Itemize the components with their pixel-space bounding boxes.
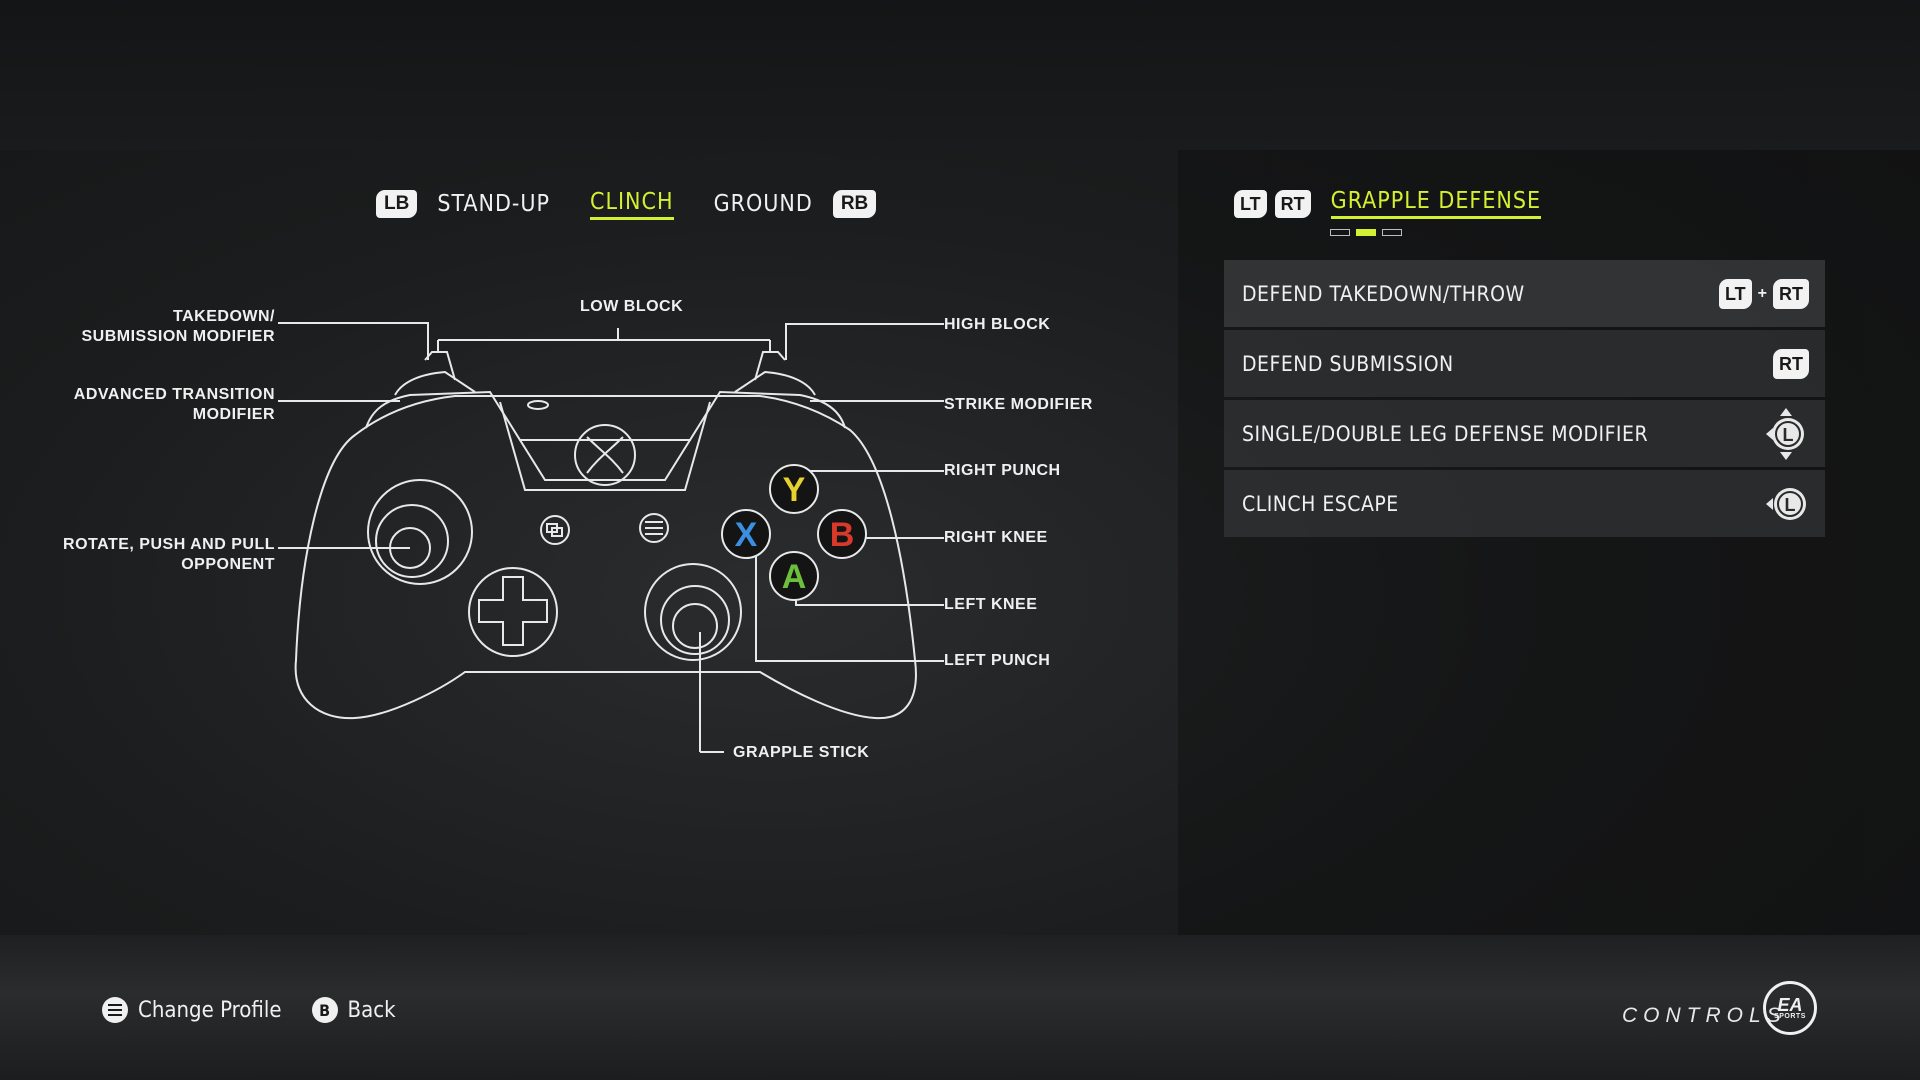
page-indicator-3 (1382, 229, 1402, 236)
left-stick-left-icon: L (1766, 487, 1806, 520)
rb-button[interactable]: RB (832, 190, 877, 218)
view-button-icon (540, 515, 570, 545)
row-label: SINGLE/DOUBLE LEG DEFENSE MODIFIER (1242, 421, 1649, 446)
left-stick-vertical-icon: L (1766, 407, 1804, 460)
label-low-block: LOW BLOCK (580, 298, 684, 315)
b-button-label: B (830, 516, 855, 554)
label-left-knee: LEFT KNEE (944, 596, 1038, 613)
ea-sports-logo: EA SPORTS (1763, 981, 1817, 1035)
label-high-block: HIGH BLOCK (944, 316, 1051, 333)
back-label: Back (347, 997, 396, 1023)
tab-stand-up[interactable]: STAND-UP (437, 191, 550, 217)
row-label: CLINCH ESCAPE (1242, 491, 1399, 516)
row-keys: L (1763, 406, 1809, 462)
menu-icon (102, 997, 128, 1023)
row-keys: RT (1773, 348, 1809, 379)
tab-clinch[interactable]: CLINCH (589, 189, 674, 220)
list-item[interactable]: CLINCH ESCAPE L (1224, 470, 1825, 537)
row-label: DEFEND SUBMISSION (1242, 351, 1454, 376)
label-rotate-opponent: ROTATE, PUSH AND PULL OPPONENT (63, 536, 275, 573)
label-right-punch: RIGHT PUNCH (944, 462, 1061, 479)
category-title: GRAPPLE DEFENSE (1330, 188, 1542, 219)
control-list: DEFEND TAKEDOWN/THROW LT + RT DEFEND SUB… (1224, 260, 1825, 540)
rt-button[interactable]: RT (1274, 189, 1311, 218)
label-advanced-transition: ADVANCED TRANSITION MODIFIER (73, 386, 275, 423)
x-button-label: X (735, 516, 758, 554)
rt-key-icon: RT (1773, 348, 1809, 379)
svg-text:L: L (1783, 425, 1794, 445)
svg-text:L: L (1785, 495, 1796, 515)
row-keys: L (1763, 484, 1809, 524)
controller-outline (294, 395, 917, 720)
label-left-punch: LEFT PUNCH (944, 652, 1051, 669)
page-indicator-1 (1330, 229, 1350, 236)
list-item[interactable]: SINGLE/DOUBLE LEG DEFENSE MODIFIER L (1224, 400, 1825, 467)
back-button[interactable]: B Back (311, 997, 396, 1023)
plus-sign: + (1757, 284, 1767, 302)
label-takedown-modifier: TAKEDOWN/ SUBMISSION MODIFIER (81, 308, 275, 345)
a-button-icon (769, 551, 819, 601)
x-button-icon (721, 509, 771, 559)
y-button-icon (769, 464, 819, 514)
list-item[interactable]: DEFEND TAKEDOWN/THROW LT + RT (1224, 260, 1825, 327)
row-keys: LT + RT (1719, 278, 1809, 309)
list-item[interactable]: DEFEND SUBMISSION RT (1224, 330, 1825, 397)
lt-key-icon: LT (1719, 278, 1752, 309)
y-button-label: Y (783, 471, 806, 509)
xbox-logo-icon (574, 424, 636, 486)
change-profile-button[interactable]: Change Profile (102, 997, 282, 1023)
label-strike-modifier: STRIKE MODIFIER (944, 396, 1093, 413)
row-label: DEFEND TAKEDOWN/THROW (1242, 281, 1525, 306)
dpad-icon (478, 576, 548, 646)
footer-actions: Change Profile B Back (102, 997, 396, 1023)
change-profile-label: Change Profile (138, 997, 282, 1023)
left-stick-icon (367, 479, 473, 585)
label-grapple-stick: GRAPPLE STICK (733, 744, 870, 761)
ea-sports-text: SPORTS (1774, 1012, 1806, 1020)
right-stick-icon (644, 563, 742, 661)
category-header: LT RT GRAPPLE DEFENSE (1234, 188, 1542, 219)
top-band (0, 0, 1920, 150)
page-indicator-2 (1356, 229, 1376, 236)
b-button-icon: B (311, 997, 338, 1023)
tab-ground[interactable]: GROUND (713, 191, 813, 217)
label-right-knee: RIGHT KNEE (944, 529, 1048, 546)
ea-logo-text: EA (1777, 994, 1803, 1015)
mode-tabs: LB STAND-UP CLINCH GROUND RB (376, 186, 877, 222)
lb-button[interactable]: LB (376, 190, 418, 218)
a-button-label: A (782, 558, 807, 596)
lt-button[interactable]: LT (1234, 189, 1267, 218)
rt-key-icon: RT (1773, 278, 1809, 309)
screen-title: CONTROLS (1622, 1004, 1787, 1027)
b-button-icon (817, 509, 867, 559)
category-pager (1330, 229, 1402, 236)
menu-button-icon (639, 513, 669, 543)
